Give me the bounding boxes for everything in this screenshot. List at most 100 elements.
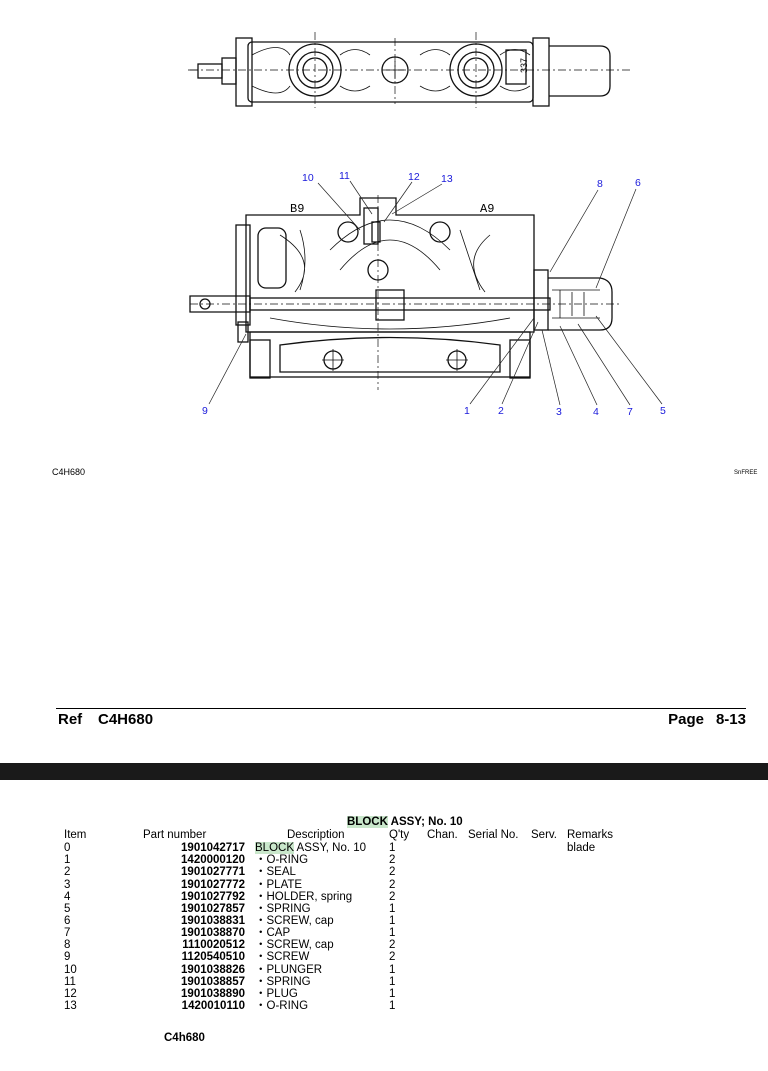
row-part-number: 1120540510: [181, 951, 245, 964]
callout-6: 6: [635, 177, 641, 189]
callout-8: 8: [597, 178, 603, 190]
col-chan: Chan.: [427, 829, 458, 841]
description-text: ASSY, No. 10: [294, 842, 367, 854]
row-item: 8: [64, 939, 71, 952]
ref-value: C4H680: [98, 711, 154, 728]
row-part-number: 1901027857: [181, 902, 245, 915]
row-item: 10: [64, 963, 77, 976]
col-serial: Serial No.: [468, 829, 519, 841]
description-text: ・SCREW: [255, 951, 310, 964]
callout-3: 3: [556, 406, 562, 418]
row-part-number: 1901027792: [181, 890, 245, 903]
black-divider-band: [0, 763, 768, 780]
description-text: ・SCREW, cap: [255, 914, 334, 927]
row-description: ・SCREW: [255, 951, 309, 964]
row-description: ・PLUG: [255, 988, 298, 1001]
col-qty: Q'ty: [389, 829, 410, 841]
row-qty: 2: [389, 890, 396, 903]
callout-5: 5: [660, 405, 666, 417]
port-label-b9: B9: [290, 202, 304, 216]
col-description: Description: [287, 829, 345, 841]
title-highlight: BLOCK: [347, 816, 388, 828]
row-item: 9: [64, 951, 71, 964]
row-qty: 1: [389, 914, 396, 927]
description-text: ・O-RING: [255, 1000, 309, 1012]
row-part-number: 1901038831: [181, 914, 245, 927]
row-qty: 1: [389, 975, 396, 988]
page-label: Page: [668, 711, 704, 728]
table-title: BLOCK ASSY; No. 10: [347, 816, 463, 829]
row-qty: 1: [389, 927, 396, 939]
row-part-number: 1901027772: [181, 878, 245, 891]
page-header: Ref C4H680 Page 8-13: [56, 708, 746, 731]
callout-7: 7: [627, 406, 633, 418]
row-description: ・SCREW, cap: [255, 939, 334, 952]
description-text: ・PLUG: [255, 987, 298, 1000]
ref-label: Ref: [58, 711, 83, 728]
callout-10: 10: [302, 172, 314, 184]
row-description: ・CAP: [255, 927, 290, 940]
row-description: BLOCK ASSY, No. 10: [255, 842, 366, 855]
description-text: ・SCREW, cap: [255, 939, 334, 952]
description-text: ・CAP: [255, 927, 291, 939]
callout-9: 9: [202, 405, 208, 417]
row-description: ・O-RING: [255, 854, 308, 867]
row-qty: 2: [389, 939, 396, 952]
row-part-number: 1901027771: [181, 866, 245, 879]
row-item: 6: [64, 914, 71, 927]
row-item: 4: [64, 890, 71, 903]
row-item: 3: [64, 878, 71, 891]
row-qty: 2: [389, 854, 396, 867]
row-part-number: 1901038857: [181, 975, 245, 988]
row-part-number: 1901038826: [181, 963, 245, 976]
row-qty: 1: [389, 963, 396, 976]
callout-13: 13: [441, 173, 453, 185]
row-description: ・SPRING: [255, 976, 311, 989]
callout-2: 2: [498, 405, 504, 417]
row-description: ・PLATE: [255, 879, 302, 892]
row-qty: 1: [389, 987, 396, 1000]
description-text: ・HOLDER, spring: [255, 890, 353, 903]
page-number: 8-13: [715, 711, 746, 728]
row-item: 12: [64, 987, 77, 1000]
row-item: 1: [64, 854, 71, 867]
row-part-number: 1901038870: [181, 927, 245, 939]
col-serv: Serv.: [531, 829, 557, 841]
callout-12: 12: [408, 171, 420, 183]
description-text: ・SEAL: [255, 866, 296, 879]
row-part-number: 1420000120: [181, 854, 245, 867]
drawing-code-left: C4H680: [52, 467, 86, 477]
table-footer-code: C4h680: [164, 1032, 205, 1044]
row-part-number: 1901042717: [181, 842, 245, 854]
top-view: [188, 32, 630, 108]
row-qty: 2: [389, 866, 396, 879]
row-item: 2: [64, 866, 71, 879]
col-part-number: Part number: [143, 829, 207, 841]
description-text: ・SPRING: [255, 902, 311, 915]
row-part-number: 1110020512: [182, 939, 245, 952]
port-label-a9: A9: [480, 202, 494, 216]
row-item: 11: [64, 975, 76, 988]
description-text: ・PLUNGER: [255, 963, 323, 976]
section-view: [189, 195, 620, 390]
col-item: Item: [64, 829, 87, 841]
row-qty: 2: [389, 878, 396, 891]
row-description: ・SPRING: [255, 903, 311, 916]
row-item: 0: [64, 842, 71, 854]
row-qty: 1: [389, 1000, 396, 1012]
row-item: 13: [64, 1000, 77, 1012]
description-text: ・SPRING: [255, 975, 311, 988]
row-description: ・SCREW, cap: [255, 915, 334, 928]
row-description: ・O-RING: [255, 1000, 308, 1013]
callout-leaders: [208, 180, 663, 406]
callout-1: 1: [464, 405, 470, 417]
col-remarks: Remarks: [567, 829, 614, 841]
row-description: ・SEAL: [255, 866, 296, 879]
row-remarks: blade: [567, 842, 596, 854]
row-description: ・PLUNGER: [255, 964, 322, 977]
row-qty: 1: [389, 842, 396, 854]
description-text: ・PLATE: [255, 878, 303, 891]
row-description: ・HOLDER, spring: [255, 891, 352, 904]
row-part-number: 1901038890: [181, 987, 245, 1000]
row-part-number: 1420010110: [181, 1000, 245, 1012]
